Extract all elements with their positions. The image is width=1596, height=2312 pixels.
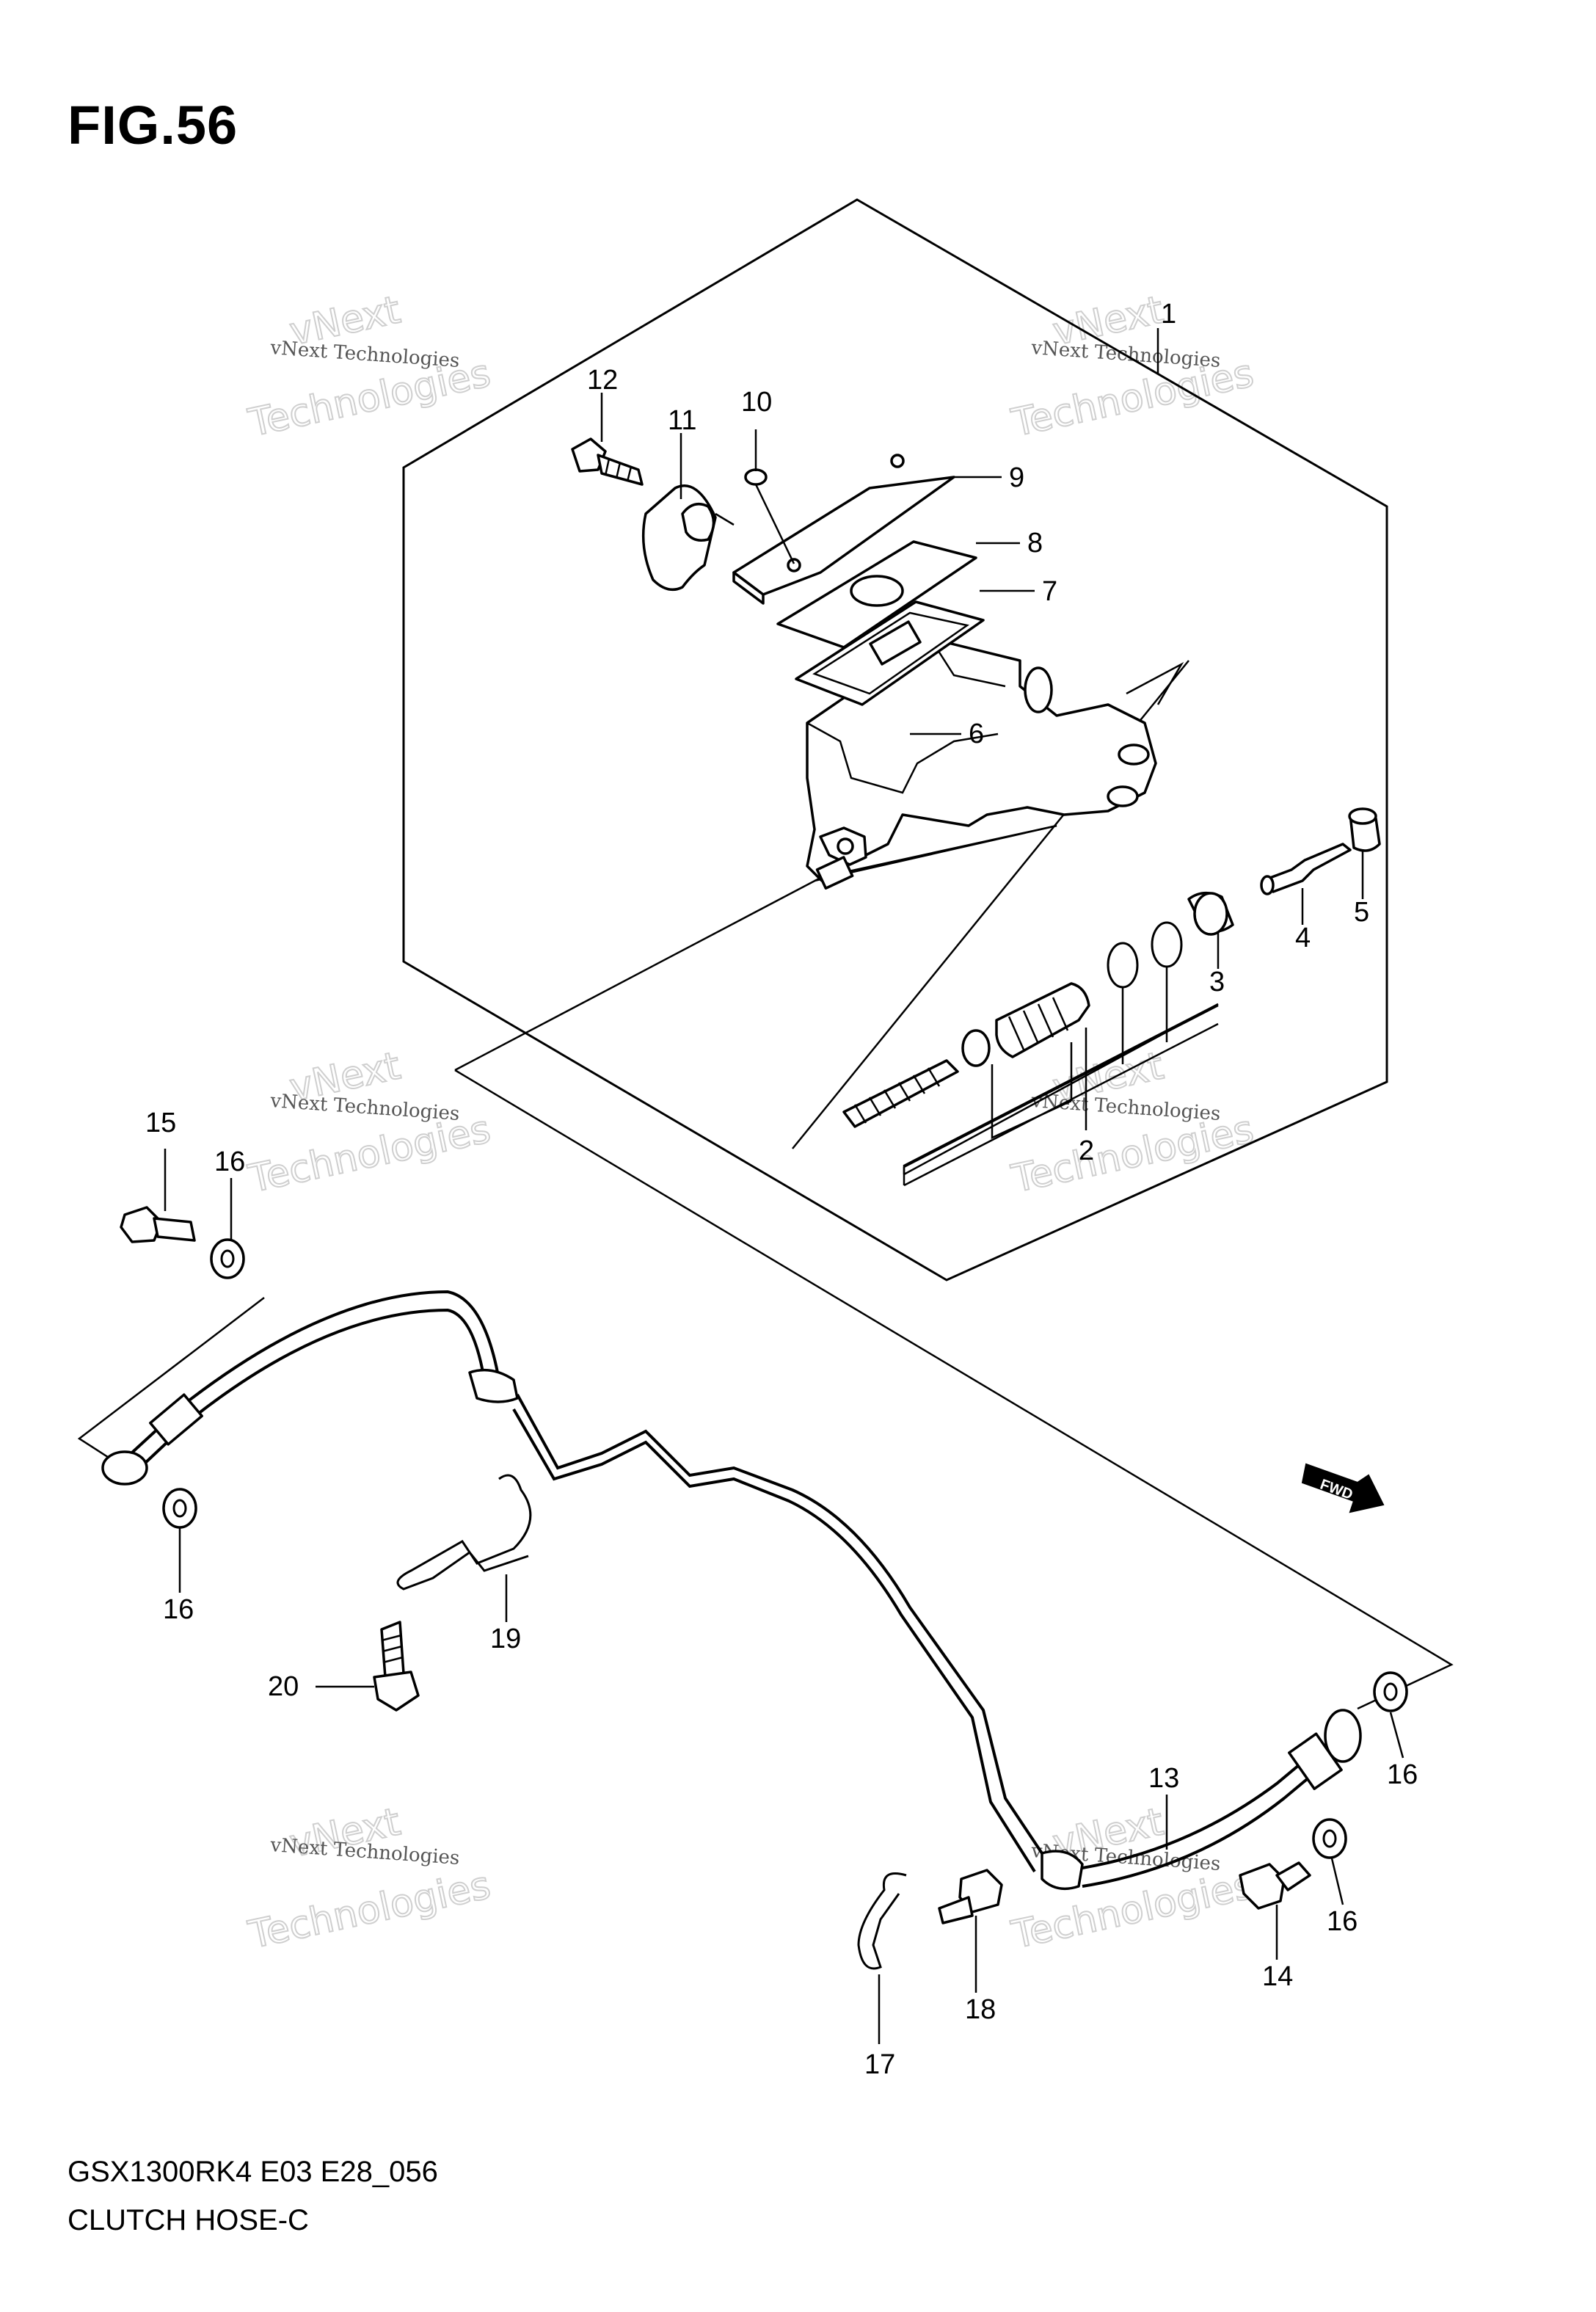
watermark-bottom-left: vNext Technologies — [244, 1799, 495, 1958]
callout-5: 5 — [1354, 897, 1369, 928]
banjo-bolt-15 — [120, 1206, 196, 1243]
callout-19: 19 — [490, 1624, 521, 1654]
svg-text:Technologies: Technologies — [1007, 1108, 1257, 1202]
cap-screw-10 — [744, 468, 795, 564]
callout-9: 9 — [1009, 462, 1024, 493]
washer-16-right-bottom — [1312, 1818, 1347, 1859]
reservoir-diaphragm-7 — [795, 600, 985, 706]
callout-6: 6 — [969, 719, 984, 749]
callout-2: 2 — [1079, 1135, 1094, 1166]
callout-13: 13 — [1148, 1763, 1179, 1794]
callout-numbers: 1 12 11 10 9 8 7 6 5 4 3 2 15 16 16 19 2… — [145, 299, 1418, 2080]
washer-16-right-top — [1373, 1671, 1408, 1712]
callout-18: 18 — [965, 1994, 996, 2025]
pushrod-boot-5 — [1348, 807, 1381, 852]
callout-16-right-bottom: 16 — [1327, 1906, 1358, 1937]
model-code: GSX1300RK4 E03 E28_056 — [68, 2156, 438, 2188]
callout-20: 20 — [268, 1671, 299, 1702]
callout-brackets — [903, 967, 1219, 1187]
hose-clip-17 — [857, 1872, 907, 1970]
watermark-group: vNext Technologies vNext Technologies vN… — [244, 287, 1258, 1958]
reservoir-plate-8 — [776, 540, 977, 649]
clutch-hose-13 — [101, 1290, 1362, 1891]
banjo-bolt-14 — [1239, 1861, 1311, 1910]
hose-clip-19 — [396, 1474, 532, 1591]
clamp-holder-11 — [641, 484, 735, 592]
pushrod-4 — [1260, 843, 1352, 895]
seal-and-circlip-3 — [1107, 892, 1234, 989]
callout-10: 10 — [741, 387, 772, 418]
figure-title: FIG.56 — [68, 95, 238, 156]
callout-17: 17 — [864, 2049, 895, 2080]
callout-4: 4 — [1295, 923, 1311, 953]
callout-16-top: 16 — [214, 1146, 245, 1177]
callout-16-right-top: 16 — [1387, 1759, 1418, 1790]
callout-3: 3 — [1209, 967, 1225, 997]
callout-15: 15 — [145, 1108, 176, 1138]
callout-8: 8 — [1027, 528, 1043, 559]
callout-14: 14 — [1262, 1961, 1293, 1992]
callout-1: 1 — [1161, 299, 1176, 330]
callout-11: 11 — [668, 405, 696, 436]
diagram-name: CLUTCH HOSE-C — [68, 2204, 309, 2236]
leader-lines — [164, 328, 1404, 2044]
callout-16-left: 16 — [163, 1594, 194, 1625]
master-cylinder-assembly-outline — [402, 198, 1388, 1282]
callout-12: 12 — [587, 365, 618, 396]
clip-bolt-20 — [373, 1621, 420, 1712]
reservoir-cap-9 — [732, 454, 955, 605]
forward-direction-arrow: FWD — [1301, 1463, 1385, 1513]
master-cylinder-body — [806, 637, 1157, 890]
hose-bolt-18 — [938, 1869, 1003, 1924]
clamp-bolt-12 — [571, 437, 644, 486]
piston-assembly-2 — [842, 982, 1090, 1128]
washer-16-top — [210, 1238, 245, 1279]
watermark-caption: vNext Technologies — [269, 337, 461, 372]
washer-16-left — [162, 1488, 197, 1529]
callout-7: 7 — [1042, 576, 1057, 607]
svg-text:Technologies: Technologies — [244, 1864, 494, 1957]
